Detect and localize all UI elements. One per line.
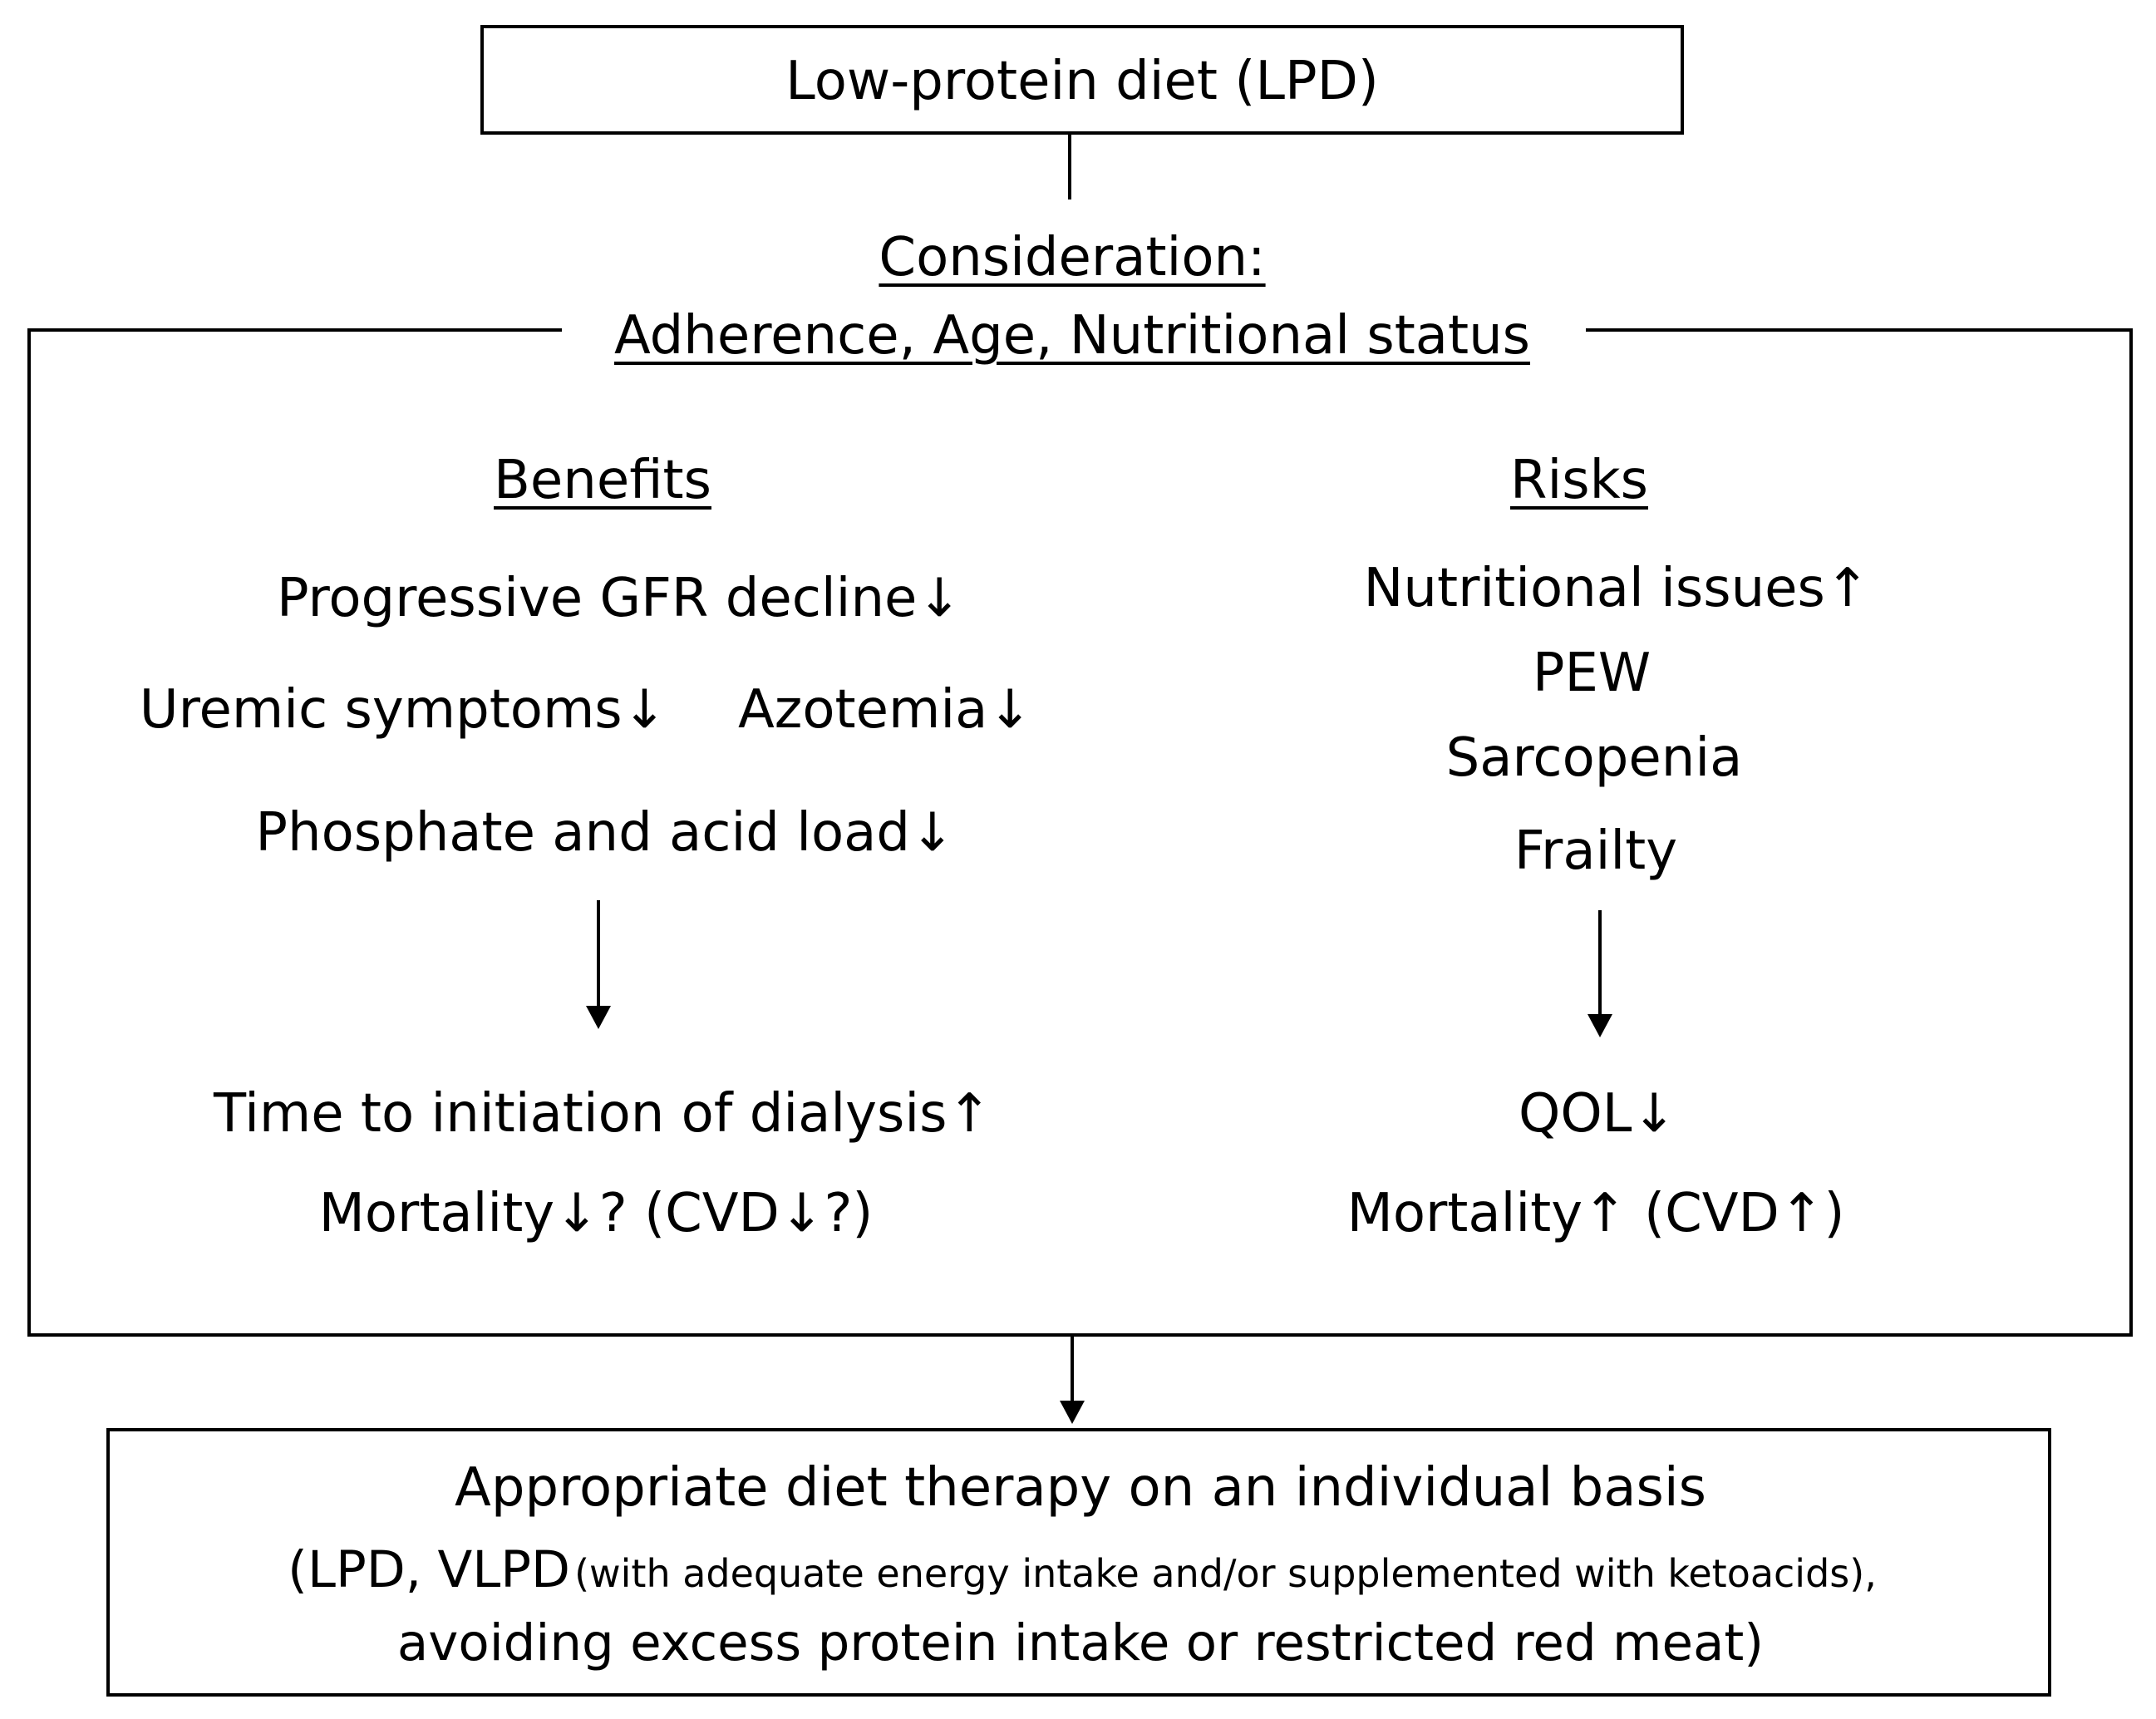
factors-mask: [562, 308, 1586, 366]
main-container: [27, 328, 2133, 1337]
diet-therapy-line2: (LPD, VLPD (with adequate energy intake …: [288, 1544, 1877, 1595]
connector-bottom-shaft: [1071, 1337, 1074, 1403]
benefits-arrow-head: [586, 1006, 611, 1029]
benefit-azotemia: Azotemia↓: [738, 679, 1032, 741]
benefits-heading: Benefits: [494, 450, 711, 511]
lpd-box: [480, 25, 1684, 135]
risks-arrow-shaft: [1598, 910, 1602, 1017]
diet-therapy-title: Appropriate diet therapy on an individua…: [455, 1457, 1706, 1519]
benefit-gfr: Progressive GFR decline↓: [276, 568, 962, 629]
benefit-outcome-dialysis: Time to initiation of dialysis↑: [213, 1083, 992, 1145]
diet-therapy-line3: avoiding excess protein intake or restri…: [396, 1613, 1765, 1672]
risk-nutritional: Nutritional issues↑: [1363, 558, 1870, 619]
risk-outcome-qol: QOL↓: [1518, 1083, 1677, 1145]
consideration-heading: Consideration:: [879, 227, 1266, 288]
risk-sarcopenia: Sarcopenia: [1445, 727, 1743, 789]
diet-therapy-box: [106, 1428, 2051, 1697]
risks-arrow-head: [1587, 1014, 1612, 1037]
lpd-label: Low-protein diet (LPD): [785, 51, 1379, 112]
connector-bottom-head: [1060, 1401, 1085, 1424]
diet-therapy-line2-note: (with adequate energy intake and/or supp…: [574, 1551, 1877, 1596]
connector-top: [1068, 135, 1071, 199]
risks-heading: Risks: [1510, 450, 1648, 511]
benefits-arrow-shaft: [597, 900, 600, 1008]
benefit-uremic: Uremic symptoms↓: [139, 679, 667, 741]
risk-outcome-mortality: Mortality↑ (CVD↑): [1346, 1183, 1845, 1244]
risk-frailty: Frailty: [1514, 820, 1678, 882]
consideration-factors: Adherence, Age, Nutritional status: [614, 305, 1530, 367]
risk-pew: PEW: [1532, 643, 1651, 704]
diet-therapy-line2-main: (LPD, VLPD: [288, 1540, 570, 1599]
benefit-outcome-mortality: Mortality↓? (CVD↓?): [318, 1183, 874, 1244]
benefit-phosphate: Phosphate and acid load↓: [255, 802, 955, 864]
